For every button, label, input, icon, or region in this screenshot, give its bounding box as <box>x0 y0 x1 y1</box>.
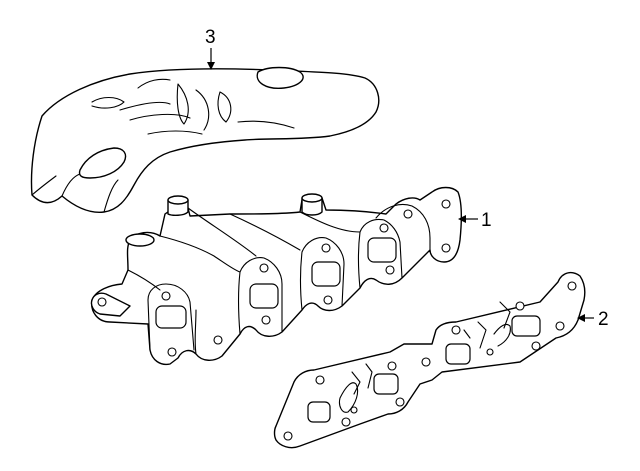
callout-2: 2 <box>577 309 609 330</box>
callout-1: 1 <box>458 210 492 231</box>
callout-3: 3 <box>205 27 216 70</box>
callout-3-label: 3 <box>205 27 216 48</box>
callout-1-arrow <box>458 215 466 223</box>
callout-3-arrow <box>207 62 215 70</box>
heat-shield[interactable] <box>30 66 380 213</box>
callout-2-label: 2 <box>598 309 609 330</box>
exhaust-gasket[interactable] <box>273 271 586 449</box>
exhaust-manifold[interactable] <box>90 186 463 366</box>
callout-1-label: 1 <box>481 210 492 231</box>
callout-2-arrow <box>577 314 585 322</box>
